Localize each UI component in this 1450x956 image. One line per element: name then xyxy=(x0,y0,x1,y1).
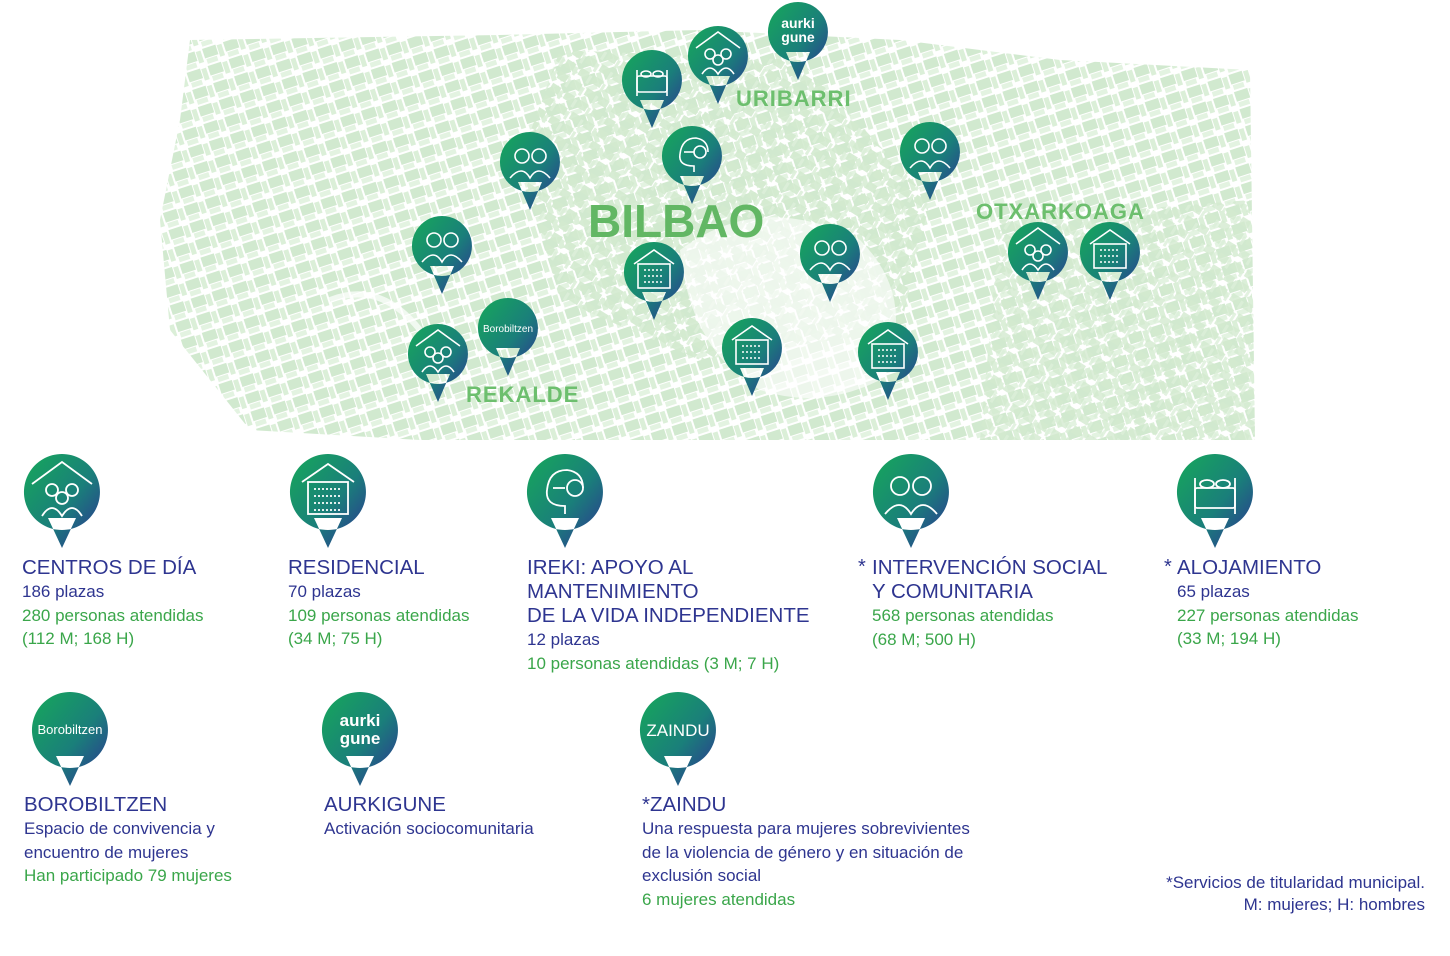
legend-stat: (33 M; 194 H) xyxy=(1177,629,1281,648)
map-marker-intervencion-social[interactable] xyxy=(498,130,562,214)
legend-pin-alojamiento xyxy=(1175,452,1255,552)
legend-title: BOROBILTZEN xyxy=(24,793,168,816)
legend-pin-ireki xyxy=(525,452,605,552)
legend-title: RESIDENCIAL xyxy=(288,556,425,579)
map-marker-alojamiento[interactable] xyxy=(620,48,684,132)
borobiltzen-logo: Borobiltzen xyxy=(37,722,102,737)
legend-stat: (68 M; 500 H) xyxy=(872,629,976,649)
legend-line: Espacio de convivencia y xyxy=(24,819,215,838)
legend-stat: 109 personas atendidas xyxy=(288,605,470,625)
people-icon xyxy=(509,148,551,180)
legend-stat: (112 M; 168 H) xyxy=(22,629,135,648)
footnote-line: *Servicios de titularidad municipal. xyxy=(1166,873,1425,892)
legend-stat: (34 M; 75 H) xyxy=(288,629,383,648)
map-marker-intervencion-social[interactable] xyxy=(798,222,862,306)
legend-asterisk: * xyxy=(1164,556,1172,578)
legend-title: *ZAINDU xyxy=(642,793,727,816)
legend-pin-zaindu: ZAINDU xyxy=(638,690,718,790)
city-label: BILBAO xyxy=(588,195,764,247)
aurkigune-logo: aurki xyxy=(340,711,381,730)
legend-line: exclusión social xyxy=(642,866,762,885)
bed-icon xyxy=(636,70,668,96)
aurkigune-logo-line2: gune xyxy=(781,29,815,45)
map-marker-intervencion-social[interactable] xyxy=(898,120,962,204)
legend-asterisk: * xyxy=(858,556,866,578)
legend-line: 65 plazas xyxy=(1177,582,1250,601)
map-marker-residencial[interactable] xyxy=(622,240,686,324)
residential-icon xyxy=(731,325,773,365)
legend-pin-centros-de-dia xyxy=(22,452,102,552)
bed-icon xyxy=(1194,478,1236,514)
day-center-icon xyxy=(31,460,93,518)
legend-title: INTERVENCIÓN SOCIAL Y COMUNITARIA xyxy=(872,556,1108,603)
district-label-rekalde: REKALDE xyxy=(466,382,579,407)
legend-stat: 568 personas atendidas xyxy=(872,606,1054,625)
people-icon xyxy=(909,138,951,170)
day-center-icon xyxy=(695,31,741,76)
independent-living-icon xyxy=(545,469,584,514)
legend-title: IREKI: APOYO AL MANTENIMIENTO DE LA VIDA… xyxy=(527,556,810,627)
district-label-uribarri: URIBARRI xyxy=(736,86,852,111)
legend-title: AURKIGUNE xyxy=(324,793,446,816)
legend-line: 186 plazas xyxy=(22,582,105,601)
map-marker-centro-de-dia[interactable] xyxy=(1006,220,1070,304)
map-marker-borobiltzen[interactable]: Borobiltzen xyxy=(476,296,540,380)
legend-stat: 280 personas atendidas xyxy=(22,605,204,625)
people-icon xyxy=(884,476,938,516)
legend-alojamiento: ALOJAMIENTO 65 plazas 227 personas atend… xyxy=(1177,556,1358,651)
aurkigune-logo-line2: gune xyxy=(340,729,381,748)
legend-title: ALOJAMIENTO xyxy=(1177,556,1322,579)
residential-icon xyxy=(301,462,355,515)
residential-icon xyxy=(633,249,675,289)
residential-icon xyxy=(1089,229,1131,269)
legend-centros-de-dia: CENTROS DE DÍA 186 plazas 280 personas a… xyxy=(22,556,203,651)
footnote-line: M: mujeres; H: hombres xyxy=(1243,895,1425,914)
footnote: *Servicios de titularidad municipal. M: … xyxy=(1166,872,1425,916)
legend-ireki: IREKI: APOYO AL MANTENIMIENTO DE LA VIDA… xyxy=(527,556,810,675)
map-marker-centro-de-dia[interactable] xyxy=(686,24,750,108)
legend-pin-aurkigune: aurki gune xyxy=(320,690,400,790)
map-marker-residencial[interactable] xyxy=(1078,220,1142,304)
map-marker-intervencion-social[interactable] xyxy=(410,214,474,298)
aurkigune-logo: aurki xyxy=(781,15,814,31)
legend-line: de la violencia de género y en situación… xyxy=(642,842,964,862)
legend-line: 70 plazas xyxy=(288,582,361,601)
legend-aurkigune: AURKIGUNE Activación sociocomunitaria xyxy=(324,793,534,841)
day-center-icon xyxy=(415,329,461,374)
legend-line: encuentro de mujeres xyxy=(24,842,189,862)
zaindu-logo: ZAINDU xyxy=(646,721,709,740)
legend-stat: 10 personas atendidas (3 M; 7 H) xyxy=(527,653,780,673)
residential-icon xyxy=(867,329,909,369)
legend-pin-residencial xyxy=(288,452,368,552)
day-center-icon xyxy=(1015,227,1061,272)
independent-living-icon xyxy=(678,137,709,172)
legend-residencial: RESIDENCIAL 70 plazas 109 personas atend… xyxy=(288,556,469,651)
map-marker-ireki[interactable] xyxy=(660,124,724,208)
legend-stat: 6 mujeres atendidas xyxy=(642,889,796,909)
district-label-otxarkoaga: OTXARKOAGA xyxy=(976,199,1145,224)
legend-pin-intervencion-social xyxy=(871,452,951,552)
legend-line: 12 plazas xyxy=(527,630,600,649)
map-marker-residencial[interactable] xyxy=(720,316,784,400)
legend-zaindu: *ZAINDU Una respuesta para mujeres sobre… xyxy=(642,793,970,911)
legend-borobiltzen: BOROBILTZEN Espacio de convivencia y enc… xyxy=(24,793,232,888)
legend-line: Una respuesta para mujeres sobreviviente… xyxy=(642,819,970,838)
map-marker-residencial[interactable] xyxy=(856,320,920,404)
people-icon xyxy=(421,232,463,264)
legend-pin-borobiltzen: Borobiltzen xyxy=(30,690,110,790)
legend-stat: 227 personas atendidas xyxy=(1177,605,1359,625)
map-marker-aurkigune[interactable]: aurki gune xyxy=(766,0,830,84)
people-icon xyxy=(809,240,851,272)
legend-intervencion-social: INTERVENCIÓN SOCIAL Y COMUNITARIA 568 pe… xyxy=(872,556,1107,651)
legend-line: Activación sociocomunitaria xyxy=(324,819,534,838)
legend-title: CENTROS DE DÍA xyxy=(22,556,197,579)
legend-stat: Han participado 79 mujeres xyxy=(24,866,232,885)
borobiltzen-logo: Borobiltzen xyxy=(483,324,533,335)
map-marker-centro-de-dia[interactable] xyxy=(406,322,470,406)
